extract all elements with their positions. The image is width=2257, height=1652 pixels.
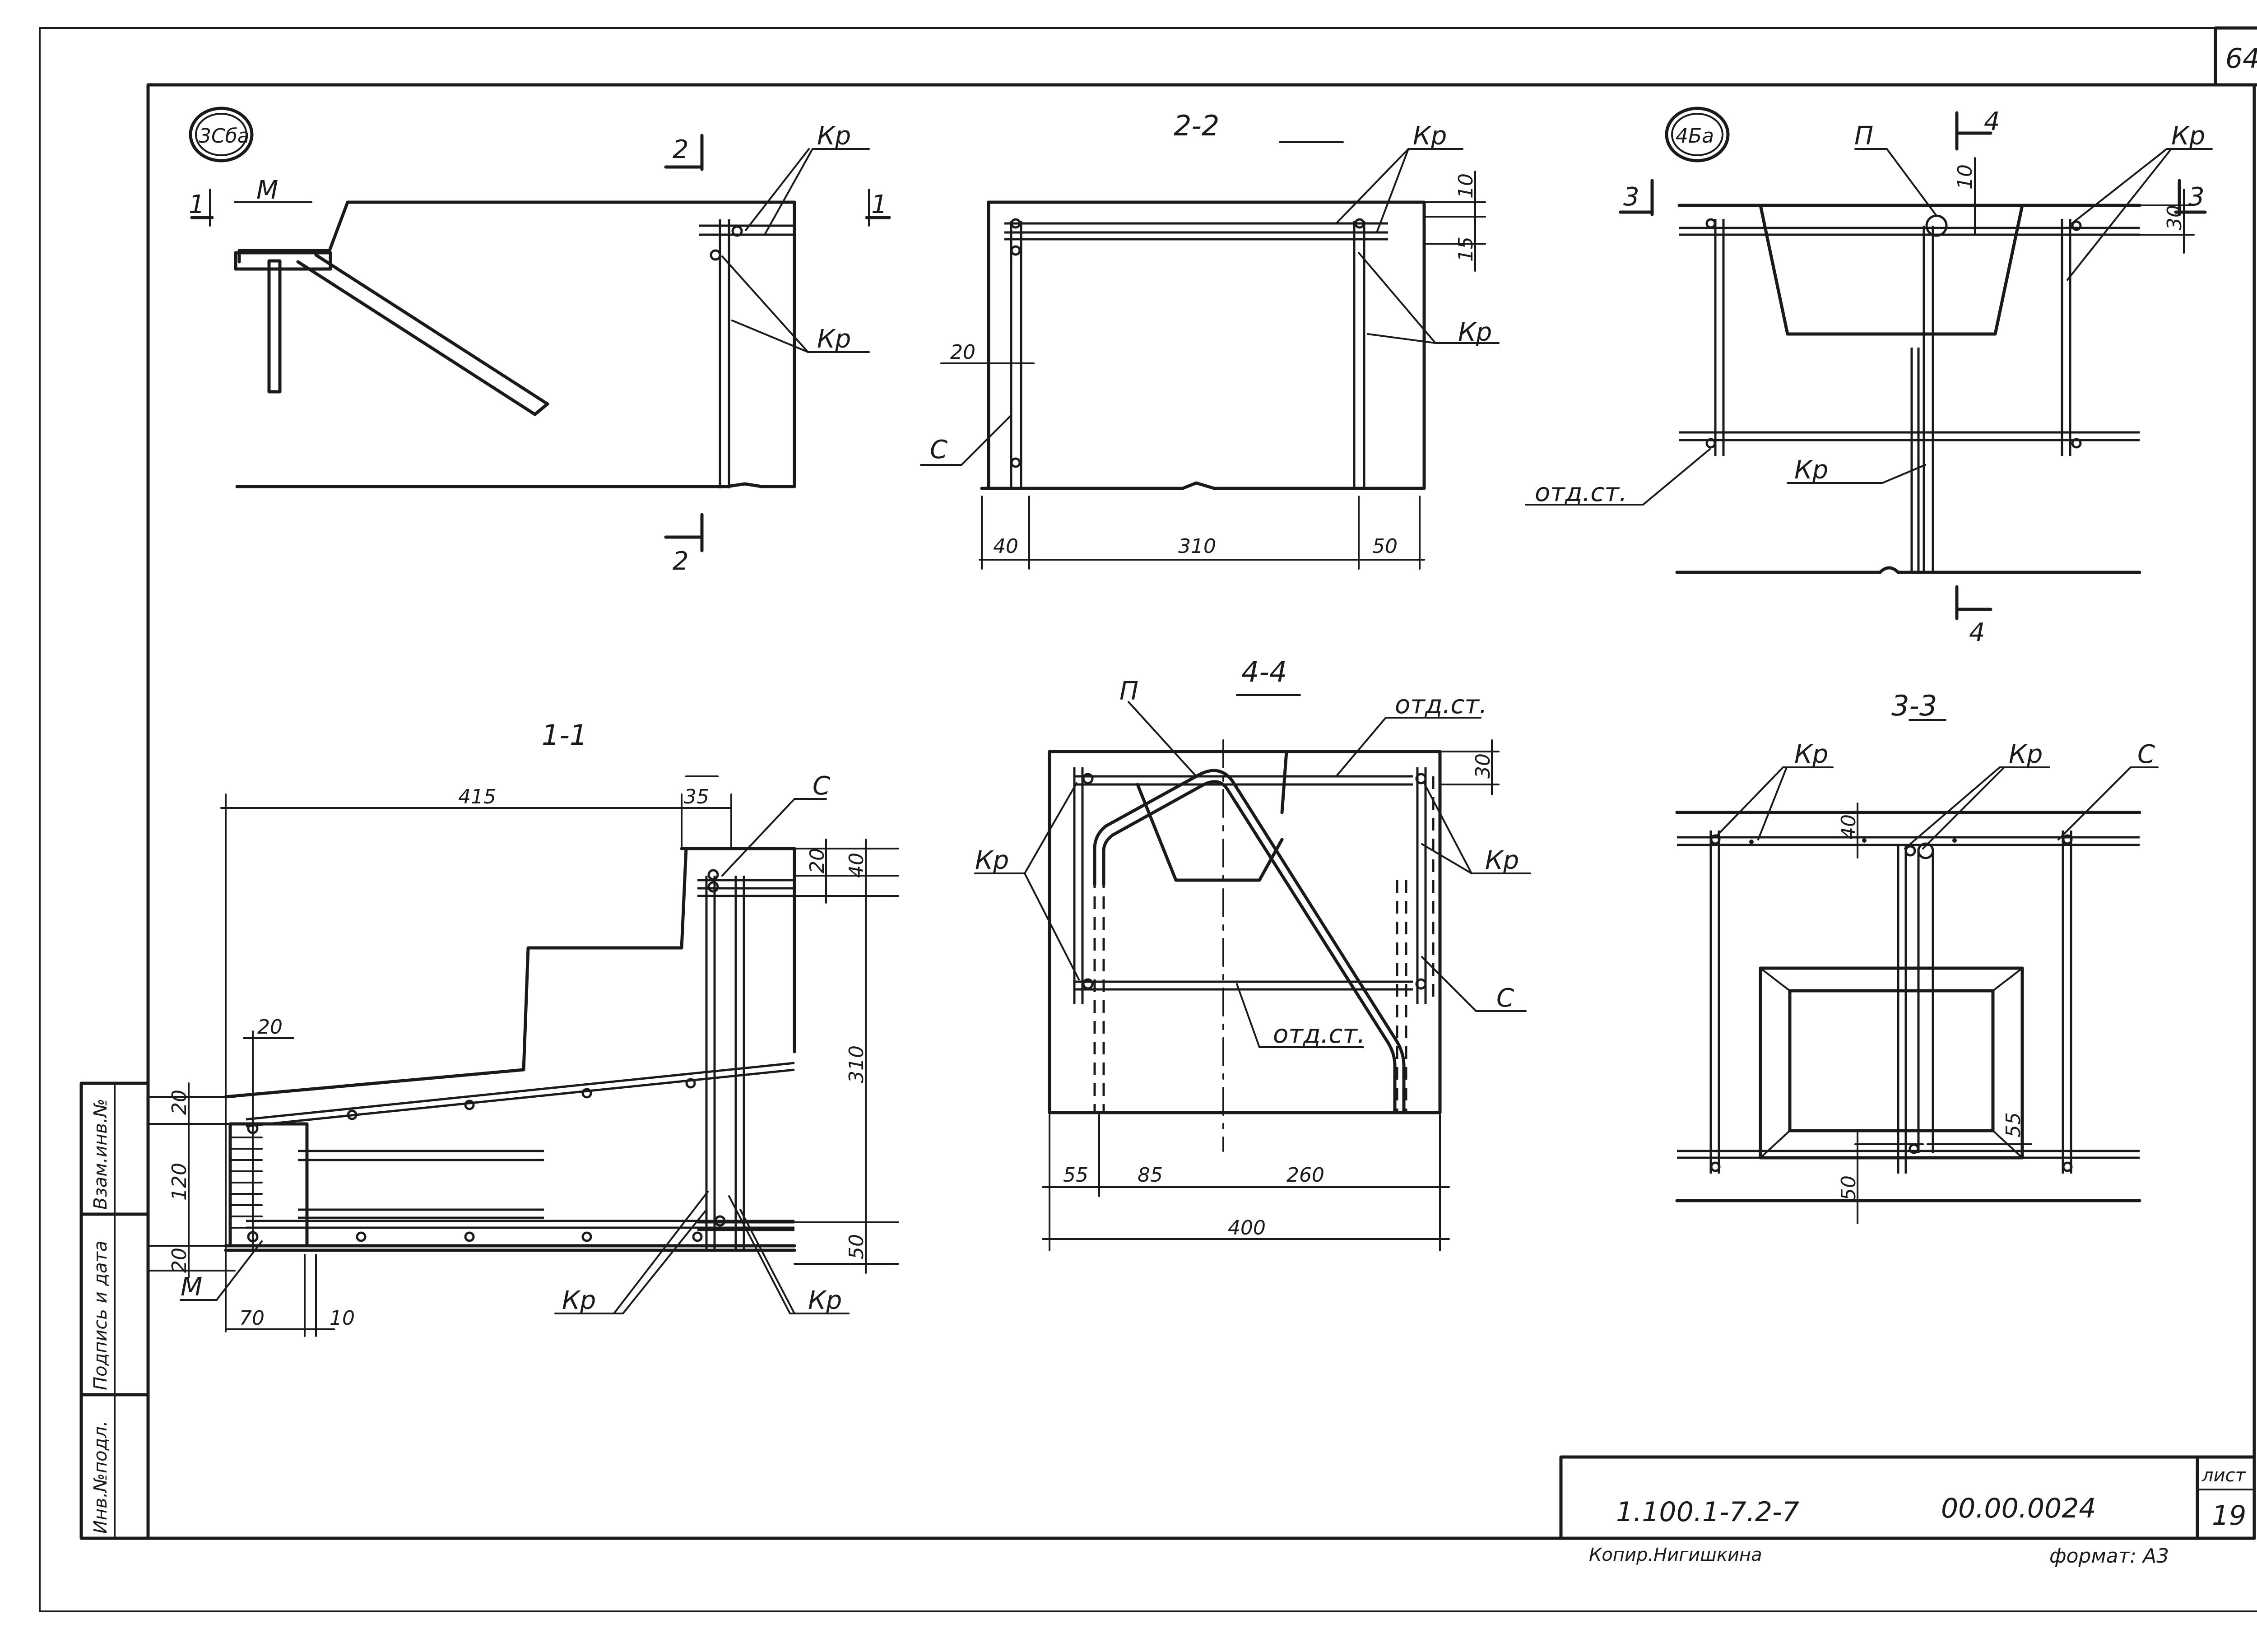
v2-dim-10: 10: [1454, 173, 1477, 199]
page-number: 64: [2225, 43, 2257, 74]
drawing-code: 00.00.0024: [1941, 1493, 2096, 1524]
v4-dim-120: 120: [168, 1163, 191, 1201]
v1-cut-2-top: 2: [673, 135, 689, 164]
v3-dim-30: 30: [2163, 205, 2186, 230]
v1-kr-mid: Кр: [817, 325, 851, 354]
v1-cut-1-right: 1: [871, 190, 887, 219]
v4-dim-20-plate: 20: [257, 1016, 283, 1039]
v4-dim-40: 40: [845, 853, 868, 878]
view-3sba: [189, 107, 891, 552]
v3-dim-10: 10: [1954, 164, 1977, 190]
view-section-3-3: [1675, 719, 2159, 1224]
v4-m-label: М: [181, 1272, 202, 1302]
v5-dim-30: 30: [1472, 753, 1495, 779]
v2-dim-20: 20: [950, 341, 975, 364]
v2-dim-310: 310: [1178, 535, 1216, 558]
v4-dim-10: 10: [330, 1307, 355, 1330]
detail-3sba-label: 3Сбa: [199, 125, 250, 148]
sheet-number: 19: [2212, 1500, 2246, 1531]
title-block: [1559, 1455, 2256, 1540]
copied-by: Копир.Нигишкина: [1589, 1545, 1762, 1565]
v5-kr-left: Кр: [975, 846, 1009, 875]
view-section-1-1: [148, 775, 899, 1337]
v3-cut-3-left: 3: [1623, 182, 1639, 212]
v4-dim-20-left-top: 20: [168, 1090, 191, 1115]
detail-4ba-label: 4Бa: [1676, 125, 1714, 148]
v3-cut-3-right: 3: [2188, 182, 2205, 212]
v5-otd-mid: отд.ст.: [1273, 1020, 1365, 1049]
view-section-2-2: [920, 141, 1500, 570]
v6-c-label: С: [2137, 740, 2155, 769]
view-4ba: [1525, 107, 2213, 620]
v2-kr-right: Кр: [1458, 318, 1492, 347]
section-3-3-title: 3-3: [1891, 689, 1937, 722]
v5-kr-right: Кр: [1485, 846, 1519, 875]
v3-cut-4-top: 4: [1984, 107, 2000, 136]
v6-kr-mid: Кр: [2009, 740, 2043, 769]
v2-c-label: С: [930, 435, 947, 464]
v5-c-label: С: [1496, 984, 1514, 1013]
v1-cut-2-bottom: 2: [673, 547, 689, 576]
v6-dim-50: 50: [1837, 1175, 1860, 1201]
v2-dim-50: 50: [1372, 535, 1398, 558]
stamp-replacement: Взам.инв.№: [90, 1099, 111, 1210]
view-section-4-4: [974, 694, 1531, 1251]
v5-p-label: П: [1119, 677, 1138, 706]
sheet-frame: [39, 26, 2257, 1612]
v2-kr-top: Кр: [1413, 121, 1447, 151]
v3-cut-4-bottom: 4: [1969, 618, 1985, 647]
v6-kr-left: Кр: [1794, 740, 1828, 769]
designation: 1.100.1-7.2-7: [1616, 1496, 1799, 1528]
sheet-label: лист: [2201, 1465, 2247, 1486]
format-label: формат: А3: [2049, 1545, 2169, 1568]
v2-dim-15: 15: [1454, 237, 1477, 262]
v4-dim-310: 310: [845, 1045, 868, 1083]
v4-c-label: С: [813, 771, 830, 801]
v3-kr-top: Кр: [2171, 121, 2205, 151]
v6-dim-55: 55: [2002, 1112, 2025, 1137]
v3-otd-label: отд.ст.: [1535, 478, 1627, 507]
v3-kr-mid: Кр: [1794, 455, 1828, 485]
stamp-signature: Подпись и дата: [90, 1241, 111, 1390]
v5-dim-55: 55: [1063, 1164, 1088, 1187]
v5-dim-85: 85: [1138, 1164, 1163, 1187]
side-stamp: Взам.инв.№ Подпись и дата Инв.№подл.: [79, 1081, 150, 1540]
v1-m-label: М: [256, 176, 278, 205]
v5-dim-260: 260: [1286, 1164, 1324, 1187]
v2-dim-40: 40: [993, 535, 1018, 558]
v1-kr-top: Кр: [817, 121, 851, 151]
v3-p-label: П: [1854, 121, 1873, 151]
section-2-2-title: 2-2: [1174, 109, 1219, 142]
v4-dim-35: 35: [684, 785, 709, 808]
v4-dim-20-left-bottom: 20: [168, 1248, 191, 1273]
v5-dim-400: 400: [1228, 1216, 1266, 1239]
stamp-inventory: Инв.№подл.: [90, 1420, 111, 1534]
v4-dim-50: 50: [845, 1234, 868, 1259]
v4-dim-415: 415: [458, 785, 496, 808]
v4-kr-right: Кр: [808, 1286, 842, 1315]
v4-kr-left: Кр: [562, 1286, 596, 1315]
v5-otd-top: отд.ст.: [1395, 690, 1487, 719]
v1-cut-1-left: 1: [189, 190, 205, 219]
section-4-4-title: 4-4: [1241, 655, 1287, 688]
section-1-1-title: 1-1: [542, 719, 587, 752]
v4-dim-70: 70: [239, 1307, 265, 1330]
v6-dim-40: 40: [1837, 814, 1860, 840]
v4-dim-20-top: 20: [806, 848, 829, 873]
